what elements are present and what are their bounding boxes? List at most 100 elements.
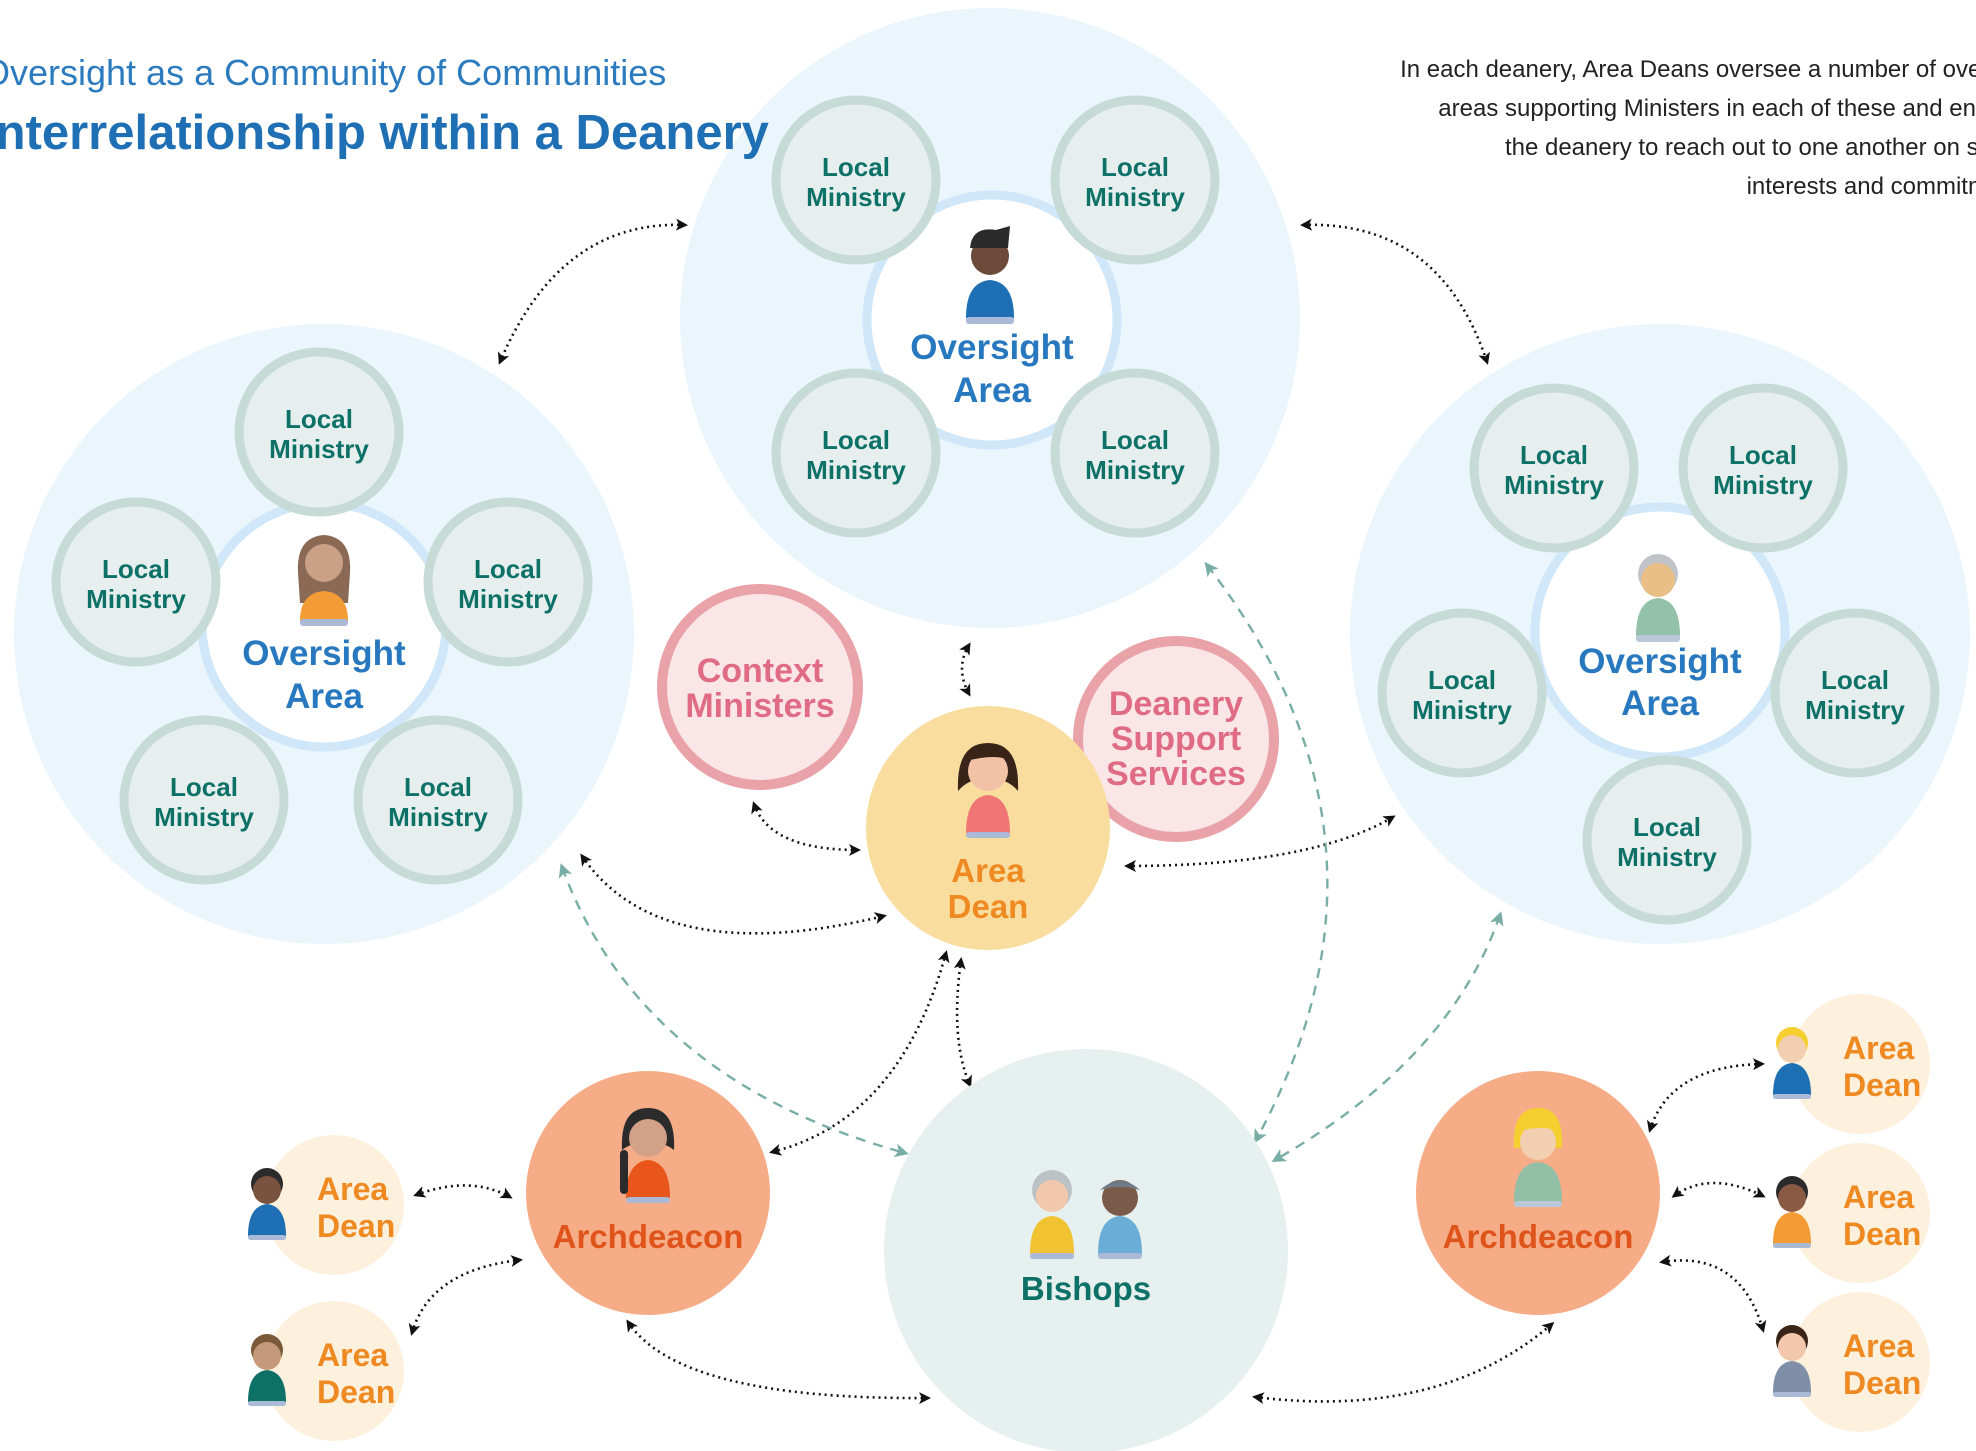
local-ministry-line1: Local: [170, 772, 238, 802]
diagram-subtitle: Oversight as a Community of Communities: [0, 52, 667, 93]
area-dean-small-line2: Dean: [1843, 1067, 1921, 1103]
intro-line: areas supporting Ministers in each of th…: [1438, 95, 1976, 122]
local-ministry-line2: Ministry: [458, 584, 558, 614]
relationship-arrow: [959, 642, 971, 697]
relationship-arrow: [953, 957, 972, 1088]
local-ministries: LocalMinistryLocalMinistryLocalMinistryL…: [51, 95, 1940, 925]
archdeacon-right-label: Archdeacon: [1443, 1218, 1634, 1255]
oversight-label-line2: Area: [285, 677, 363, 716]
oversight-label-top: Oversight Area: [910, 328, 1074, 410]
area-dean-small-line1: Area: [317, 1171, 388, 1207]
area-dean-line2: Dean: [948, 888, 1029, 925]
intro-line: interests and commitments.: [1746, 173, 1976, 200]
archdeacon-left-label: Archdeacon: [553, 1218, 744, 1255]
oversight-label-left: Oversight Area: [242, 634, 406, 716]
local-ministry-line1: Local: [822, 152, 890, 182]
local-ministry-line2: Ministry: [269, 434, 369, 464]
local-ministry-line1: Local: [474, 554, 542, 584]
area-dean-line1: Area: [951, 852, 1025, 889]
local-ministry-line2: Ministry: [388, 802, 488, 832]
area-dean-small-line2: Dean: [317, 1374, 395, 1410]
bishops-node: Bishops: [884, 1049, 1288, 1451]
relationship-arrow: [1252, 1322, 1555, 1405]
relationship-arrow: [1300, 218, 1490, 365]
local-ministry-line2: Ministry: [1805, 695, 1905, 725]
person-icon-archdeacon-right: [1513, 1108, 1563, 1207]
local-ministry-line1: Local: [404, 772, 472, 802]
archdeacon-left-node: Archdeacon: [526, 1071, 770, 1315]
relationship-arrow: [751, 801, 861, 856]
relationship-arrow: [1671, 1181, 1766, 1198]
relationship-arrow: [1646, 1058, 1765, 1133]
oversight-label-line2: Area: [953, 371, 1031, 410]
area-dean-small-line1: Area: [1843, 1179, 1914, 1215]
relationship-arrows: [408, 218, 1767, 1405]
oversight-label-line1: Oversight: [242, 634, 406, 673]
person-icon-oversight-top: [966, 226, 1014, 324]
local-ministry-line1: Local: [1520, 440, 1588, 470]
relationship-arrow: [1659, 1254, 1767, 1333]
person-icon-small-area-dean: [1773, 1027, 1811, 1099]
person-icon-small-area-dean: [248, 1168, 286, 1240]
relationship-arrow: [497, 218, 688, 365]
deanery-support-line1: Deanery: [1109, 685, 1243, 723]
local-ministry-line1: Local: [1729, 440, 1797, 470]
oversight-label-line1: Oversight: [910, 328, 1074, 367]
area-dean-small-line1: Area: [317, 1337, 388, 1373]
local-ministry-line1: Local: [1101, 152, 1169, 182]
local-ministry-line1: Local: [1428, 665, 1496, 695]
local-ministry-line1: Local: [102, 554, 170, 584]
person-icon-area-dean: [957, 743, 1019, 838]
local-ministry-line1: Local: [1633, 812, 1701, 842]
person-icon-small-area-dean: [1773, 1176, 1811, 1248]
local-ministry-line1: Local: [822, 425, 890, 455]
relationship-arrow: [626, 1319, 931, 1405]
context-ministers-line1: Context: [697, 652, 824, 690]
local-ministry-line2: Ministry: [1713, 470, 1813, 500]
relationship-arrow: [413, 1184, 513, 1199]
area-dean-main-node: Area Dean: [866, 706, 1110, 950]
area-dean-small-line1: Area: [1843, 1328, 1914, 1364]
relationship-arrow: [580, 853, 887, 935]
deanery-support-line3: Services: [1106, 755, 1246, 793]
local-ministry-line2: Ministry: [806, 182, 906, 212]
intro-text: In each deanery, Area Deans oversee a nu…: [1300, 50, 1976, 206]
local-ministry-line1: Local: [1101, 425, 1169, 455]
intro-line: the deanery to reach out to one another …: [1504, 134, 1976, 161]
oversight-link-arrow: [558, 863, 909, 1158]
person-icon-archdeacon-left: [620, 1108, 675, 1203]
local-ministry-line2: Ministry: [1617, 842, 1717, 872]
oversight-label-line1: Oversight: [1578, 642, 1742, 681]
local-ministry-line2: Ministry: [154, 802, 254, 832]
area-dean-small-line1: Area: [1843, 1030, 1914, 1066]
person-icon-oversight-left: [297, 535, 351, 626]
area-dean-small-line2: Dean: [317, 1208, 395, 1244]
oversight-link-arrow: [1271, 911, 1504, 1162]
local-ministry-line2: Ministry: [86, 584, 186, 614]
area-dean-small-line2: Dean: [1843, 1365, 1921, 1401]
local-ministry-line2: Ministry: [1085, 455, 1185, 485]
person-icon-oversight-right: [1636, 554, 1680, 642]
local-ministry-line2: Ministry: [806, 455, 906, 485]
person-icon-small-area-dean: [1773, 1325, 1811, 1397]
diagram-title: Interrelationship within a Deanery: [0, 106, 769, 160]
intro-line: In each deanery, Area Deans oversee a nu…: [1400, 56, 1976, 83]
local-ministry-line1: Local: [285, 404, 353, 434]
local-ministry-line1: Local: [1821, 665, 1889, 695]
